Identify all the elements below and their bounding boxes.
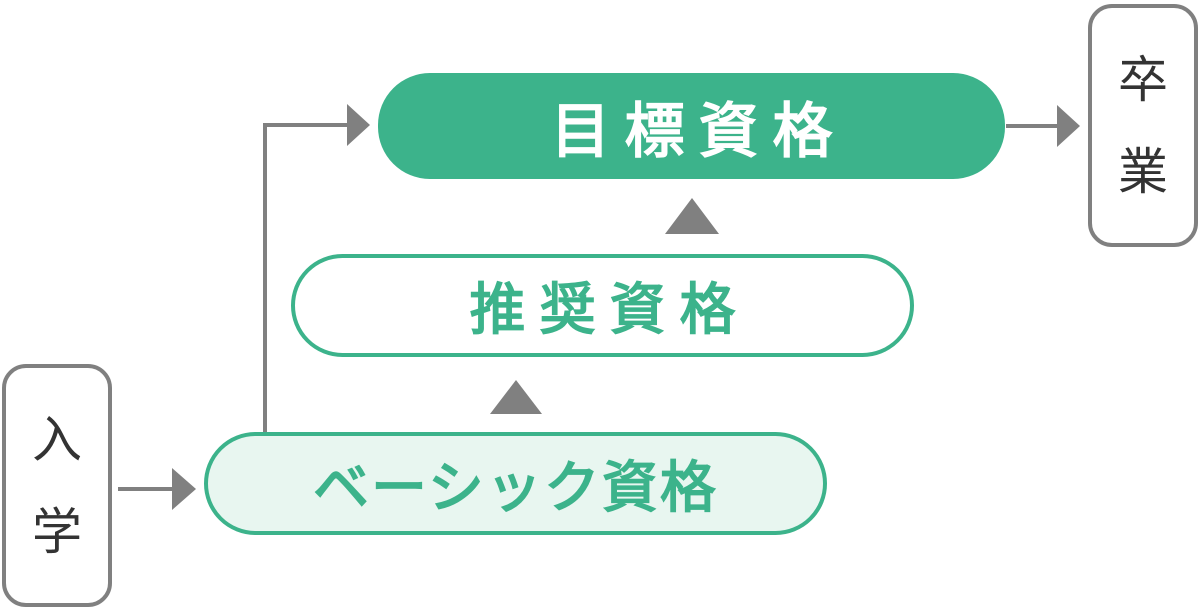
recommended-qualification-pill: 推奨資格 <box>291 254 914 357</box>
target-qualification-pill: 目標資格 <box>378 73 1005 179</box>
arrow-entry-to-basic <box>118 468 196 510</box>
arrow-basic-to-target <box>263 104 370 434</box>
basic-qualification-label: ベーシック資格 <box>313 456 718 521</box>
target-qualification-label: 目標資格 <box>550 96 847 167</box>
basic-qualification-pill: ベーシック資格 <box>204 432 827 535</box>
entry-box: 入 学 <box>2 364 112 607</box>
graduation-char-1: 卒 <box>1118 50 1168 109</box>
entry-char-1: 入 <box>32 410 82 469</box>
arrow-target-to-graduation <box>1006 105 1080 147</box>
up-arrow-recommended-to-target <box>665 198 719 234</box>
recommended-qualification-label: 推奨資格 <box>469 278 750 343</box>
graduation-box: 卒 業 <box>1088 4 1198 247</box>
graduation-char-2: 業 <box>1118 142 1168 201</box>
up-arrow-basic-to-recommended <box>490 380 542 414</box>
entry-char-2: 学 <box>32 502 82 561</box>
